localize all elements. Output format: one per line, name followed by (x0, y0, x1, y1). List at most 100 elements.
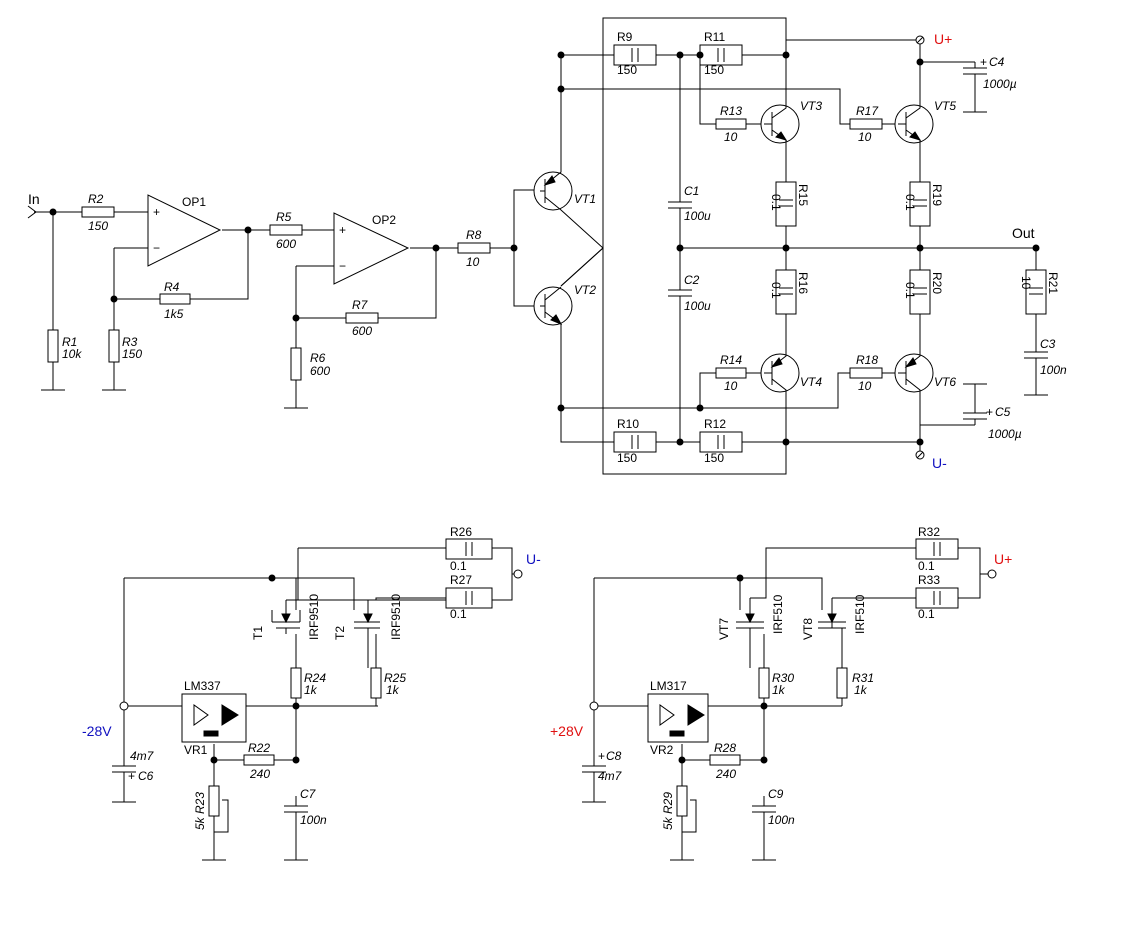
c1-value: 100u (684, 209, 711, 223)
vt4-label: VT4 (800, 375, 822, 389)
c5-value: 1000µ (988, 427, 1022, 441)
op1-triangle (147, 194, 222, 267)
r23-name: R23 (193, 792, 207, 814)
r20-value: 0.1 (903, 282, 917, 299)
negative-supply: -28V U- LM337 VR1 T1 IRF9510 T2 IRF9510 … (82, 525, 541, 861)
r33-value: 0.1 (918, 607, 935, 621)
r12-value: 150 (704, 451, 724, 465)
c1-name: C1 (684, 184, 699, 198)
c8-plus: + (598, 749, 605, 763)
vt8-part: IRF510 (853, 594, 867, 634)
r25-value: 1k (386, 683, 400, 697)
positive-supply: +28V U+ LM317 VR2 VT7 IRF510 VT8 IRF510 … (550, 525, 1012, 861)
r6-body (290, 347, 302, 381)
vr2-ref: VR2 (650, 743, 674, 757)
r13-value: 10 (724, 130, 738, 144)
r8-name: R8 (466, 228, 482, 242)
vt3-label: VT3 (800, 99, 822, 113)
r27-body (445, 587, 493, 609)
c8-value: 4m7 (598, 769, 623, 783)
c9-value: 100n (768, 813, 795, 827)
r1-name: R1 (62, 335, 77, 349)
r29-value: 5k (661, 816, 675, 830)
r2-value: 150 (88, 219, 108, 233)
r12-body (699, 431, 743, 453)
r9-name: R9 (617, 30, 633, 44)
r20-name: R20 (930, 272, 944, 294)
r14-name: R14 (720, 353, 742, 367)
neg-output-terminal (513, 569, 523, 579)
lm337-part: LM337 (184, 679, 221, 693)
r27-value: 0.1 (450, 607, 467, 621)
vt2-label: VT2 (574, 283, 596, 297)
r17-body (849, 118, 883, 130)
r19-name: R19 (930, 184, 944, 206)
r32-body (915, 538, 959, 560)
r1-value: 10k (62, 347, 82, 361)
c3-value: 100n (1040, 363, 1067, 377)
c4-value: 1000µ (983, 77, 1017, 91)
r23-body (208, 785, 220, 817)
op2-minus: − (339, 259, 346, 273)
r10-body (613, 431, 657, 453)
c5-plus: + (986, 405, 993, 419)
t2-part: IRF9510 (389, 594, 403, 640)
c4-name: C4 (989, 55, 1005, 69)
r18-name: R18 (856, 353, 878, 367)
r7-value: 600 (352, 324, 372, 338)
r16-body (775, 269, 797, 315)
r29-body (676, 785, 688, 817)
vt1-label: VT1 (574, 192, 596, 206)
r16-value: 0.1 (769, 282, 783, 299)
r1-body (47, 329, 59, 363)
r19-value: 0.1 (903, 194, 917, 211)
vt5-label: VT5 (934, 99, 956, 113)
r17-value: 10 (858, 130, 872, 144)
r6-name: R6 (310, 351, 326, 365)
op2-triangle (333, 212, 410, 285)
r18-value: 10 (858, 379, 872, 393)
r22-body (243, 754, 275, 766)
c3-name: C3 (1040, 337, 1056, 351)
r8-body (457, 242, 491, 254)
r30-value: 1k (772, 683, 786, 697)
c2-value: 100u (684, 299, 711, 313)
c6-plus: + (128, 769, 135, 783)
input-label: In (28, 191, 40, 207)
r31-name: R31 (852, 671, 874, 685)
r2-name: R2 (88, 192, 104, 206)
r10-value: 150 (617, 451, 637, 465)
c6-value: 4m7 (130, 749, 155, 763)
r3-body (108, 329, 120, 363)
r25-body (370, 667, 382, 699)
output-stage: VT1 VT2 VT3 VT4 VT5 VT6 R9 150 R11 150 R… (513, 17, 1067, 475)
vt7-part: IRF510 (771, 594, 785, 634)
r24-value: 1k (304, 683, 318, 697)
vt8-label: VT8 (801, 618, 815, 640)
r26-body (445, 538, 493, 560)
r24-body (290, 667, 302, 699)
r15-value: 0.1 (769, 194, 783, 211)
c6-name: C6 (138, 769, 154, 783)
r8-value: 10 (466, 255, 480, 269)
r30-body (758, 667, 770, 699)
pos-input-terminal (589, 701, 599, 711)
r12-name: R12 (704, 417, 726, 431)
r31-body (836, 667, 848, 699)
r28-value: 240 (715, 767, 736, 781)
vt6-label: VT6 (934, 375, 956, 389)
r23-value: 5k (193, 816, 207, 830)
lm317-part: LM317 (650, 679, 687, 693)
r4-body (159, 293, 191, 305)
r17-name: R17 (856, 104, 879, 118)
neg-input-terminal (119, 701, 129, 711)
r14-body (715, 367, 747, 379)
r9-body (613, 44, 657, 66)
r10-name: R10 (617, 417, 639, 431)
r13-body (715, 118, 747, 130)
r26-value: 0.1 (450, 559, 467, 573)
c7-name: C7 (300, 787, 317, 801)
r4-name: R4 (164, 280, 180, 294)
r11-body (699, 44, 743, 66)
